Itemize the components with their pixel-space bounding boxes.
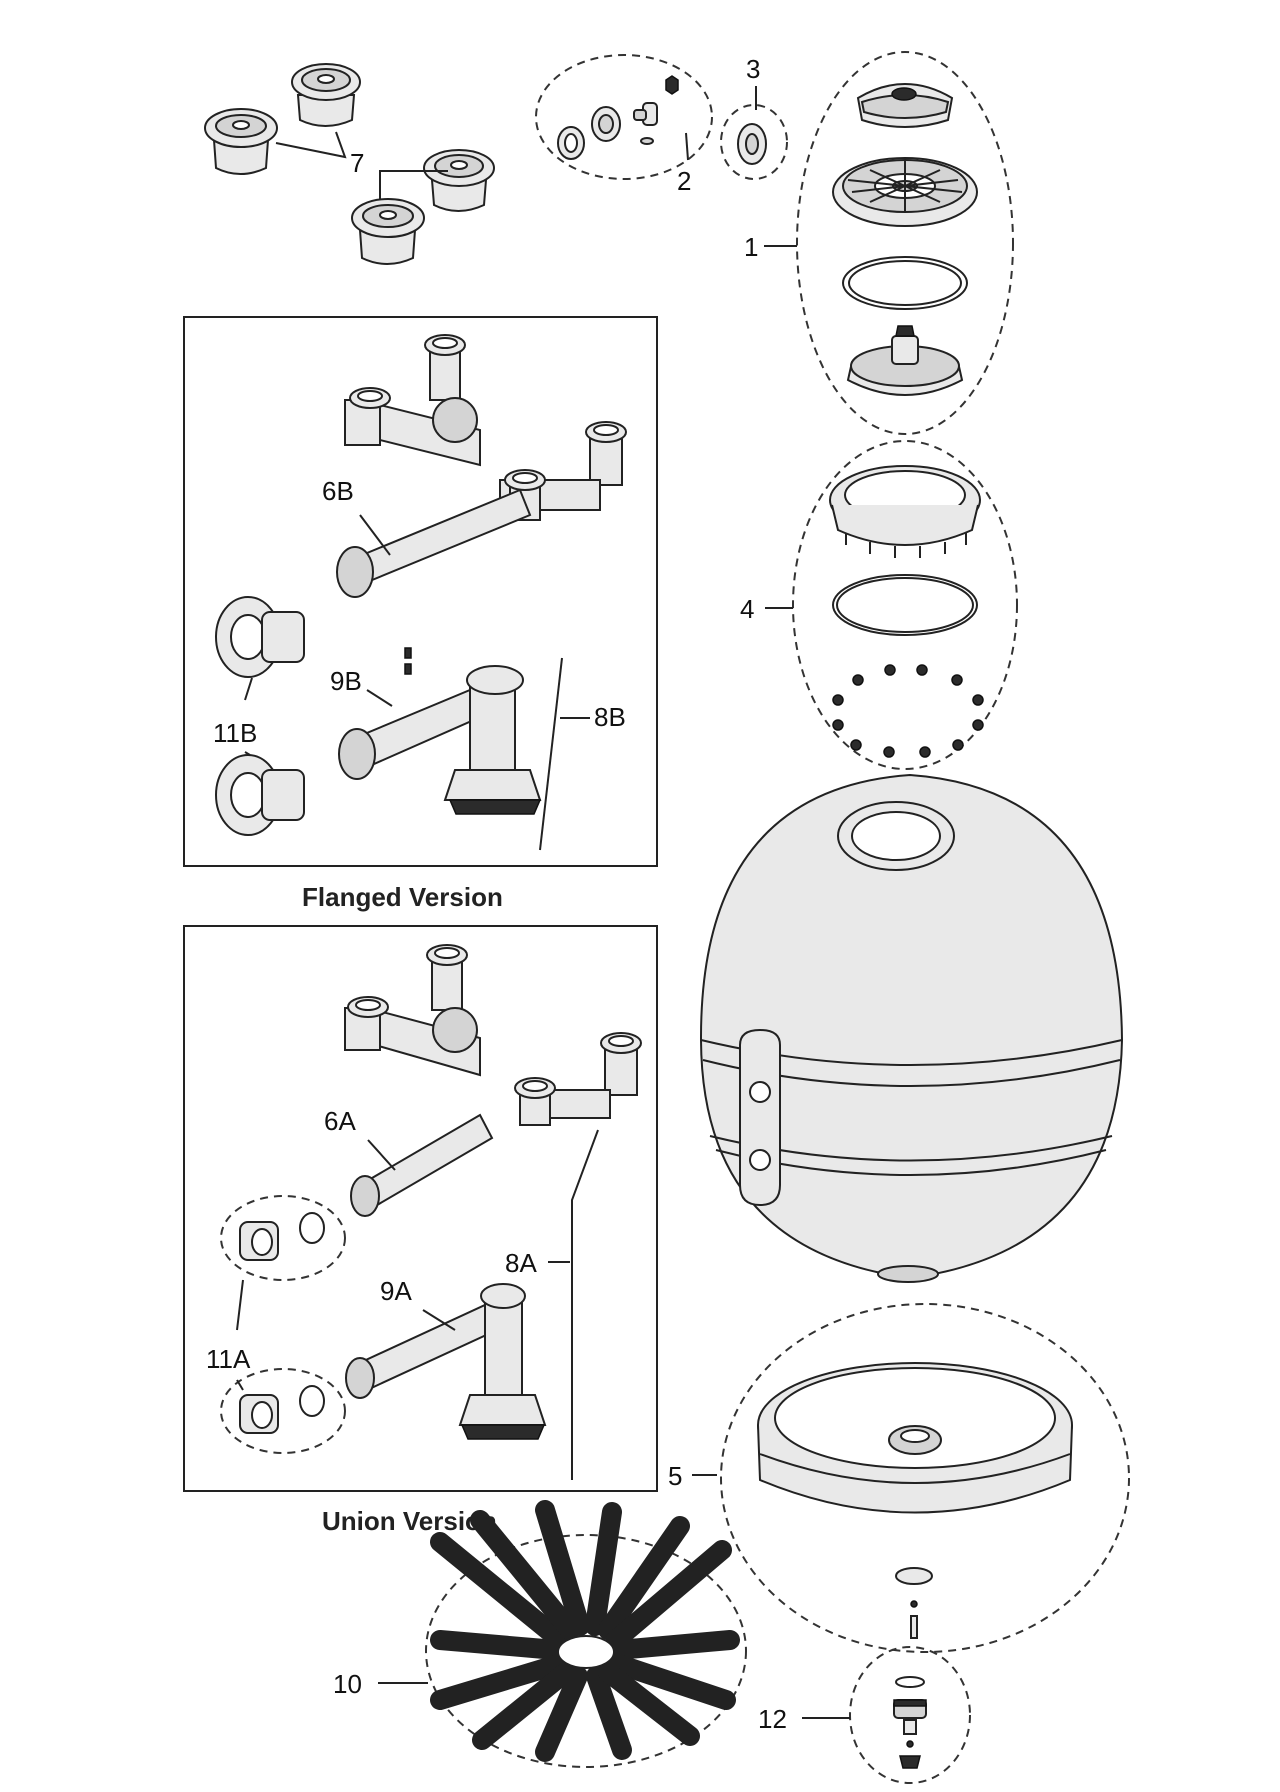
callout-6a: 6A [324, 1106, 356, 1136]
callout-12: 12 [758, 1704, 787, 1734]
flanged-version-panel: 6B 9B 8B 11B [183, 316, 658, 867]
diffuser [423, 149, 495, 212]
callout-4: 4 [740, 594, 754, 624]
callout-8a: 8A [505, 1248, 537, 1278]
part-12-drain: 12 [758, 1646, 971, 1784]
caption-union-version: Union Version [322, 1506, 497, 1536]
callout-3: 3 [746, 54, 760, 84]
callout-11a: 11A [206, 1344, 251, 1374]
callout-6b: 6B [322, 476, 354, 506]
callout-1: 1 [744, 232, 758, 262]
diffuser [291, 63, 361, 127]
callout-7: 7 [350, 148, 364, 178]
filter-tank [699, 773, 1124, 1283]
part-7-diffusers: 7 [204, 63, 495, 265]
part-3-fitting: 3 [720, 54, 788, 180]
pipe-9a [345, 1283, 547, 1440]
tank-handle [739, 1028, 781, 1207]
rod-8a [571, 1129, 599, 1480]
callout-11b: 11B [213, 718, 257, 748]
part-10-laterals: 10 [333, 1500, 747, 1768]
callout-8b: 8B [594, 702, 626, 732]
rod-8b [539, 657, 563, 851]
callout-2: 2 [677, 166, 691, 196]
pipe-9b [338, 647, 542, 815]
diffuser [204, 108, 278, 175]
callout-9a: 9A [380, 1276, 412, 1306]
callout-9b: 9B [330, 666, 362, 696]
flange-11b [215, 596, 305, 836]
screws [832, 664, 984, 758]
part-4-flange-kit: 4 [740, 440, 1018, 770]
union-version-panel: 6A 9A 8A 11A [183, 925, 658, 1492]
callout-10: 10 [333, 1669, 362, 1699]
part-2-small-fittings: 2 [535, 54, 713, 196]
diffuser [351, 198, 425, 265]
callout-5: 5 [668, 1461, 682, 1491]
caption-flanged-version: Flanged Version [302, 882, 503, 912]
part-5-base: 5 [668, 1303, 1130, 1653]
union-11a [220, 1195, 346, 1454]
part-1-lid-assembly: 1 [744, 51, 1014, 435]
manifold-6b [336, 334, 627, 598]
manifold-6a [344, 944, 642, 1217]
